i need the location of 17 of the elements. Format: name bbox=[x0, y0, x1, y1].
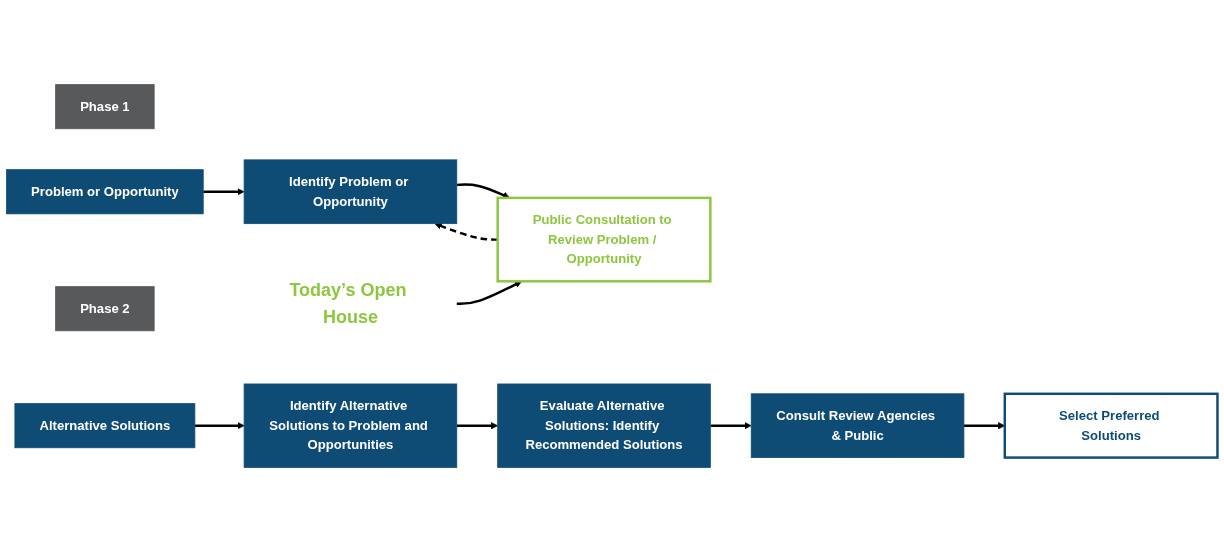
arrow bbox=[456, 281, 522, 306]
node-box: Evaluate Alternative Solutions: Identify Recommended Solutions bbox=[497, 383, 711, 468]
arrow bbox=[194, 422, 245, 430]
node-box: Public Consultation to Review Problem / Opportunity bbox=[496, 196, 712, 283]
arrow bbox=[456, 422, 498, 430]
node-box: Consult Review Agencies & Public bbox=[750, 393, 965, 458]
node-box: Select Preferred Solutions bbox=[1003, 392, 1219, 459]
node-box: Phase 1 bbox=[55, 84, 155, 130]
arrow bbox=[203, 188, 245, 196]
node-text: Today’s Open House bbox=[289, 280, 407, 328]
node-box: Alternative Solutions bbox=[14, 403, 196, 449]
node-box: Identify Problem or Opportunity bbox=[243, 159, 458, 225]
arrow bbox=[434, 222, 498, 241]
node-box: Identify Alternative Solutions to Problem and Opportunities bbox=[243, 383, 458, 468]
arrow bbox=[710, 422, 752, 430]
node-box: Phase 2 bbox=[55, 286, 155, 332]
node-box: Problem or Opportunity bbox=[6, 169, 204, 215]
